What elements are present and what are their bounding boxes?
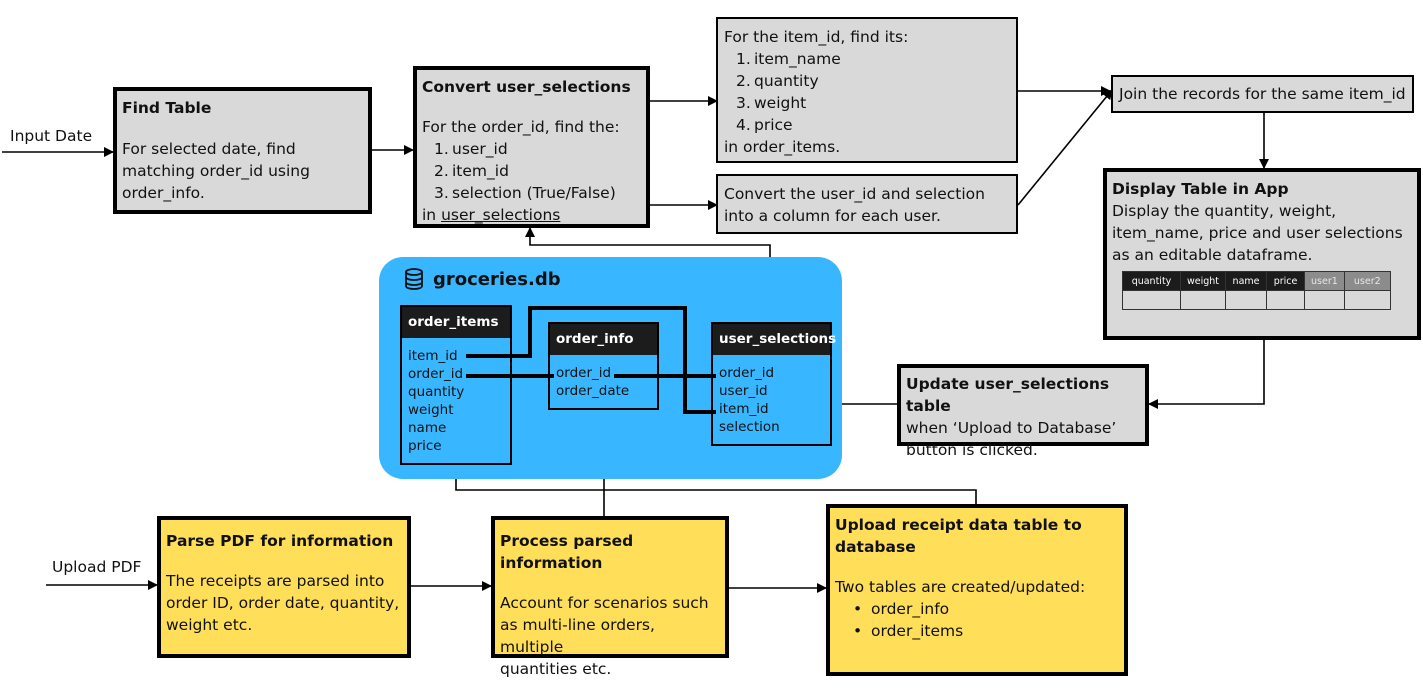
convert-user-text: Convert the user_id and selection into a… [724, 185, 985, 225]
convert-intro: For the order_id, find the: [422, 118, 620, 136]
df-header-quantity: quantity [1122, 271, 1181, 291]
df-empty-row [1122, 290, 1391, 310]
convert-user-columns-box: Convert the user_id and selection into a… [716, 174, 1018, 234]
table-order-info: order_info order_id order_date [548, 322, 659, 410]
df-header-weight: weight [1179, 271, 1227, 291]
list-item: 4.price [736, 116, 793, 134]
field-name: name [408, 420, 447, 436]
join-records-box: Join the records for the same item_id [1111, 75, 1414, 113]
table-header: order_info [550, 324, 657, 355]
list-item: 1.user_id [434, 140, 508, 158]
list-item: 3.selection (True/False) [434, 184, 616, 202]
list-item: order_info [851, 598, 1119, 620]
convert-field-list: 1.user_id 2.item_id 3.selection (True/Fa… [422, 138, 641, 204]
list-item: order_items [851, 620, 1119, 642]
arrow-display-to-update [1148, 340, 1265, 409]
df-header-name: name [1225, 271, 1268, 291]
table-header: order_items [402, 307, 510, 338]
upload-pdf-label: Upload PDF [52, 558, 142, 576]
item-lookup-field-list: 1.item_name 2.quantity 3.weight 4.price [724, 48, 1010, 136]
parse-pdf-box: Parse PDF for information The receipts a… [157, 516, 411, 658]
db-header: groceries.db [404, 268, 561, 290]
upload-table-list: order_info order_items [835, 598, 1119, 642]
field-item-id: item_id [408, 348, 458, 364]
process-title: Process parsed information [500, 532, 634, 572]
table-user-selections: user_selections order_id user_id item_id… [711, 322, 836, 446]
list-item: 2.item_id [434, 162, 509, 180]
field-order-id: order_id [408, 366, 464, 382]
parse-title: Parse PDF for information [166, 532, 394, 550]
update-title: Update user_selections table [906, 375, 1110, 415]
arrow-convert-user-to-join [1017, 89, 1113, 206]
df-header-price: price [1266, 271, 1306, 291]
upload-title: Upload receipt data table to database [835, 516, 1082, 556]
field-order-id: order_id [719, 365, 775, 381]
field-selection: selection [719, 419, 780, 435]
field-item-id: item_id [719, 401, 769, 417]
field-order-id: order_id [556, 365, 612, 381]
process-info-box: Process parsed information Account for s… [491, 516, 729, 678]
relation-item-id [466, 306, 716, 414]
db-name: groceries.db [433, 268, 561, 290]
upload-intro: Two tables are created/updated: [835, 578, 1086, 596]
display-title: Display Table in App [1112, 180, 1289, 198]
input-date-label: Input Date [10, 127, 93, 145]
field-user-id: user_id [719, 383, 768, 399]
display-table-box: Display Table in App Display the quantit… [1103, 168, 1421, 340]
parse-text: The receipts are parsed into order ID, o… [166, 572, 400, 634]
display-text: Display the quantity, weight, item_name,… [1112, 202, 1403, 264]
user-selections-link: user_selections [441, 206, 561, 224]
field-price: price [408, 438, 442, 454]
df-header-user2: user2 [1343, 271, 1391, 291]
database-icon [405, 268, 423, 290]
join-text: Join the records for the same item_id [1119, 85, 1406, 103]
find-table-box: Find Table For selected date, find match… [113, 87, 372, 214]
editable-dataframe: quantity weight name price user1 user2 [1122, 271, 1391, 310]
item-lookup-intro: For the item_id, find its: [724, 28, 909, 46]
update-text: when ‘Upload to Database’ button is clic… [906, 419, 1117, 459]
upload-receipt-box: Upload receipt data table to database Tw… [826, 504, 1128, 676]
find-table-text: For selected date, find matching order_i… [122, 140, 310, 202]
table-order-items: order_items item_id order_id quantity we… [400, 305, 512, 465]
convert-footer: in user_selections [422, 206, 561, 224]
field-order-date: order_date [556, 383, 630, 399]
list-item: 1.item_name [736, 50, 841, 68]
list-item: 2.quantity [736, 72, 819, 90]
convert-user-selections-box: Convert user_selections For the order_id… [413, 66, 650, 228]
process-text: Account for scenarios such as multi-line… [500, 594, 709, 678]
convert-title: Convert user_selections [422, 78, 631, 96]
list-item: 3.weight [736, 94, 807, 112]
item-lookup-box: For the item_id, find its: 1.item_name 2… [716, 17, 1018, 163]
field-weight: weight [408, 402, 454, 418]
find-table-title: Find Table [122, 99, 212, 117]
update-user-selections-box: Update user_selections table when ‘Uploa… [897, 364, 1149, 459]
table-header: user_selections [713, 324, 836, 355]
item-lookup-footer: in order_items. [724, 138, 841, 156]
field-quantity: quantity [408, 384, 465, 400]
